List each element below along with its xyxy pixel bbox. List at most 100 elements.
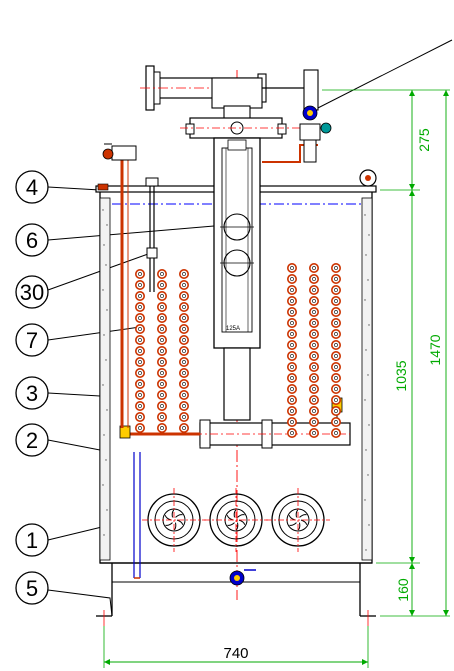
- coil-ring: [308, 339, 319, 350]
- coil-ring: [286, 427, 297, 438]
- coil-ring-core: [138, 404, 142, 408]
- coil-ring-core: [312, 376, 316, 380]
- coil-ring-core: [182, 349, 186, 353]
- coil-ring-core: [290, 409, 294, 413]
- coil-ring-core: [312, 266, 316, 270]
- coil-ring: [330, 405, 341, 416]
- coil-ring-core: [160, 294, 164, 298]
- coil-ring-core: [290, 387, 294, 391]
- coil-ring-core: [334, 343, 338, 347]
- coil-ring: [330, 339, 341, 350]
- coil-ring: [308, 361, 319, 372]
- coil-ring: [330, 262, 341, 273]
- coil-ring-core: [312, 321, 316, 325]
- coil-ring: [308, 427, 319, 438]
- coil-ring-core: [160, 415, 164, 419]
- coil-ring-core: [138, 382, 142, 386]
- coil-ring-core: [312, 398, 316, 402]
- coil-ring: [179, 411, 190, 422]
- coil-ring: [286, 361, 297, 372]
- coil-ring: [330, 284, 341, 295]
- callout-4-label: 4: [26, 175, 38, 200]
- coil-ring: [330, 306, 341, 317]
- side-valve-icon: [320, 122, 332, 134]
- coil-ring: [308, 383, 319, 394]
- coil-ring: [135, 389, 146, 400]
- callout-30-label: 30: [20, 280, 44, 305]
- coil-ring: [179, 312, 190, 323]
- coil-ring-core: [138, 272, 142, 276]
- coil-ring: [135, 411, 146, 422]
- coil-ring-core: [160, 393, 164, 397]
- coil-ring: [157, 422, 168, 433]
- top-pipe-assembly: [140, 65, 300, 139]
- coil-ring-core: [182, 338, 186, 342]
- coil-ring-core: [290, 266, 294, 270]
- coil-ring: [330, 350, 341, 361]
- dimension-lines: 275 1035 1470 160 740: [103, 89, 450, 668]
- coil-ring: [135, 378, 146, 389]
- coil-ring-core: [160, 360, 164, 364]
- callout-3: 3: [15, 376, 101, 410]
- coil-ring-core: [290, 321, 294, 325]
- coil-ring-core: [334, 420, 338, 424]
- coil-ring: [308, 328, 319, 339]
- coil-ring: [157, 400, 168, 411]
- coil-ring: [286, 372, 297, 383]
- coil-ring: [179, 367, 190, 378]
- top-right-pipe: [262, 69, 332, 163]
- coil-ring-core: [290, 354, 294, 358]
- coil-ring: [330, 295, 341, 306]
- coil-ring: [157, 378, 168, 389]
- coil-ring-core: [334, 321, 338, 325]
- coil-ring-core: [138, 327, 142, 331]
- coil-ring: [157, 334, 168, 345]
- coil-ring: [330, 427, 341, 438]
- coil-ring: [308, 262, 319, 273]
- coil-ring-core: [182, 415, 186, 419]
- callout-5-label: 5: [26, 576, 38, 601]
- callout-2: 2: [15, 423, 101, 457]
- coil-ring-core: [138, 305, 142, 309]
- heating-coil-right: [286, 262, 341, 438]
- coil-ring-core: [182, 272, 186, 276]
- coil-ring-core: [334, 365, 338, 369]
- coil-ring-core: [290, 343, 294, 347]
- coil-ring-core: [138, 338, 142, 342]
- coil-ring-core: [182, 283, 186, 287]
- coil-ring: [157, 301, 168, 312]
- coil-ring: [286, 306, 297, 317]
- coil-ring: [135, 345, 146, 356]
- coil-ring-core: [182, 360, 186, 364]
- coil-ring: [286, 405, 297, 416]
- coil-ring: [286, 383, 297, 394]
- coil-ring: [179, 279, 190, 290]
- coil-ring: [179, 356, 190, 367]
- heating-coil-left: [135, 268, 190, 433]
- heater-fan-icon: [266, 488, 330, 552]
- coil-ring: [286, 317, 297, 328]
- coil-ring-core: [334, 277, 338, 281]
- coil-ring-core: [160, 404, 164, 408]
- coil-ring: [179, 301, 190, 312]
- coil-ring-core: [138, 360, 142, 364]
- coil-ring-core: [290, 420, 294, 424]
- dim-740: 740: [223, 645, 248, 662]
- coil-ring: [330, 416, 341, 427]
- coil-ring-core: [290, 310, 294, 314]
- insulation-left: [99, 197, 111, 561]
- callout-1-label: 1: [26, 528, 38, 553]
- coil-ring-core: [312, 354, 316, 358]
- heater-fan-icon: [204, 488, 268, 552]
- coil-ring: [157, 290, 168, 301]
- coil-ring: [286, 273, 297, 284]
- dim-160: 160: [395, 578, 411, 602]
- coil-ring: [135, 400, 146, 411]
- dim-275: 275: [416, 128, 432, 152]
- coil-ring: [157, 323, 168, 334]
- coil-ring-core: [334, 299, 338, 303]
- callout-5: 5: [15, 571, 113, 617]
- left-riser-pipe: [102, 143, 137, 428]
- level-rod: [145, 177, 159, 292]
- coil-ring: [286, 416, 297, 427]
